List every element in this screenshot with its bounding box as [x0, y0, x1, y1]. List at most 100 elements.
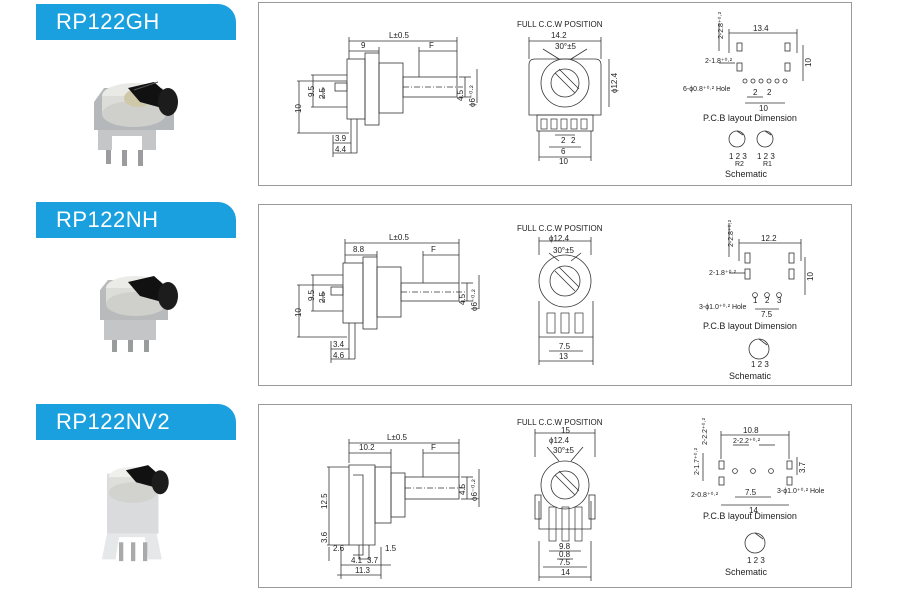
pcb-22b: 2-2.2⁺⁰·²	[733, 437, 761, 445]
pcb-75: 7.5	[761, 310, 773, 319]
schem-pins: 1 2 3	[747, 556, 765, 565]
schematic-label: Schematic	[725, 169, 768, 179]
drawing-panel: L±0.5 10.2 F 12.5 4.5 ϕ6⁻⁰·² 3.6 2.6 4.1…	[258, 404, 852, 588]
technical-drawing: L±0.5 10.2 F 12.5 4.5 ϕ6⁻⁰·² 3.6 2.6 4.1…	[320, 417, 824, 581]
dim-dia124: ϕ12.4	[549, 436, 570, 445]
schem-pins: 1 2 3	[751, 360, 769, 369]
dim-08: 0.8	[559, 550, 571, 559]
dim-dia6: ϕ6⁻⁰·²	[470, 479, 479, 501]
product-photo	[101, 465, 169, 562]
pcb-layout	[718, 23, 804, 148]
dim-34: 3.4	[333, 340, 345, 349]
dim-142: 14.2	[551, 31, 567, 40]
dim-95: 9.5	[307, 85, 316, 97]
front-title: FULL C.C.W POSITION	[517, 20, 603, 29]
pcb-17: 2-1.7⁺⁰·²	[693, 447, 701, 475]
dim-10: 10	[294, 308, 303, 317]
schem-pins1: 1 2 3	[729, 152, 747, 161]
schematic-label: Schematic	[729, 371, 772, 381]
front-view	[528, 37, 610, 161]
technical-drawing: L±0.5 9 F 9.5 2.5 10 4.5 ϕ6⁻⁰·² 3.9 4.4	[294, 11, 813, 179]
pcb-14: 14	[749, 506, 758, 515]
front-view	[538, 237, 594, 365]
dim-26: 2.6	[333, 544, 345, 553]
dim-46: 4.6	[333, 351, 345, 360]
dim-95: 9.5	[307, 289, 316, 301]
pcb-122: 12.2	[761, 234, 777, 243]
pcb-hole: 3-ϕ1.0⁺⁰·² Hole	[699, 303, 746, 311]
schem-r2: R2	[735, 161, 744, 168]
dim-l: L±0.5	[387, 433, 408, 442]
pcb-22: 2-2.8⁺⁰·²	[727, 219, 735, 247]
drawing-panel: L±0.5 9 F 9.5 2.5 10 4.5 ϕ6⁻⁰·² 3.9 4.4	[258, 2, 852, 186]
dim-45: 4.5	[456, 89, 465, 101]
dim-w: 10.2	[359, 443, 375, 452]
pcb-10: 10	[806, 272, 815, 281]
side-view	[327, 439, 480, 579]
pcb-title: P.C.B layout Dimension	[703, 113, 797, 123]
product-photo	[100, 276, 178, 352]
dim-dia6: ϕ6⁻⁰·²	[470, 289, 479, 311]
pcb-layout	[702, 431, 798, 554]
dim-75: 7.5	[559, 558, 571, 567]
dim-dia124: ϕ12.4	[610, 72, 619, 93]
pcb-10: 10	[804, 58, 813, 67]
dim-125: 12.5	[320, 493, 329, 509]
dim-w: 8.8	[353, 245, 365, 254]
pcb-title: P.C.B layout Dimension	[703, 321, 797, 331]
pcb-218: 2-1.8⁺⁰·²	[709, 269, 737, 277]
dim-13: 13	[559, 352, 568, 361]
dim-39: 3.9	[335, 134, 347, 143]
schem-r1: R1	[763, 161, 772, 168]
dim-15: 1.5	[385, 544, 397, 553]
dim-10: 10	[294, 104, 303, 113]
product-tag: RP122GH	[36, 4, 236, 40]
dim-37: 3.7	[367, 556, 379, 565]
pcb-2b: 2	[767, 88, 772, 97]
dim-25: 2.5	[318, 291, 327, 303]
side-view	[297, 37, 478, 157]
dim-10: 10	[559, 157, 568, 166]
dim-angle: 30°±5	[555, 42, 576, 51]
schematic-label: Schematic	[725, 567, 768, 577]
dim-angle: 30°±5	[553, 446, 574, 455]
drawing-panel: L±0.5 8.8 F 9.5 2.5 10 4.5 ϕ6⁻⁰·² 3.4 4.…	[258, 204, 852, 386]
pcb-134: 13.4	[753, 24, 769, 33]
pcb-pin3: 3	[777, 296, 782, 305]
pcb-75: 7.5	[745, 488, 757, 497]
dim-dia6: ϕ6⁻⁰·²	[468, 85, 477, 107]
dim-w: 9	[361, 41, 366, 50]
dim-angle: 30°±5	[553, 246, 574, 255]
dim-45: 4.5	[458, 293, 467, 305]
pcb-hole: 3-ϕ1.0⁺⁰·² Hole	[777, 487, 824, 495]
front-view	[534, 429, 596, 581]
dim-45: 4.5	[458, 483, 467, 495]
dim-15: 15	[561, 426, 570, 435]
pcb-layout	[728, 223, 806, 360]
dim-113: 11.3	[355, 566, 371, 575]
dim-6: 6	[561, 147, 566, 156]
dim-44: 4.4	[335, 145, 347, 154]
pcb-2a: 2	[753, 88, 758, 97]
front-title: FULL C.C.W POSITION	[517, 418, 603, 427]
pcb-218: 2-1.8⁺⁰·²	[705, 57, 733, 65]
pcb-22: 2-2.8⁺⁰·²	[717, 11, 725, 39]
pcb-37: 3.7	[798, 461, 807, 473]
dim-41: 4.1	[351, 556, 363, 565]
product-photo	[94, 81, 178, 166]
side-view	[297, 239, 480, 363]
product-tag: RP122NV2	[36, 404, 236, 440]
pcb-pin2: 2	[765, 296, 770, 305]
pcb-title: P.C.B layout Dimension	[703, 511, 797, 521]
pcb-pin1: 1	[753, 296, 758, 305]
dim-25: 2.5	[318, 87, 327, 99]
pcb-10b: 10	[759, 104, 768, 113]
product-tag: RP122NH	[36, 202, 236, 238]
pcb-108: 10.8	[743, 426, 759, 435]
technical-drawing: L±0.5 8.8 F 9.5 2.5 10 4.5 ϕ6⁻⁰·² 3.4 4.…	[294, 219, 815, 381]
dim-l: L±0.5	[389, 31, 410, 40]
front-title: FULL C.C.W POSITION	[517, 224, 603, 233]
dim-36: 3.6	[320, 531, 329, 543]
dim-f: F	[429, 41, 434, 50]
dim-75: 7.5	[559, 342, 571, 351]
